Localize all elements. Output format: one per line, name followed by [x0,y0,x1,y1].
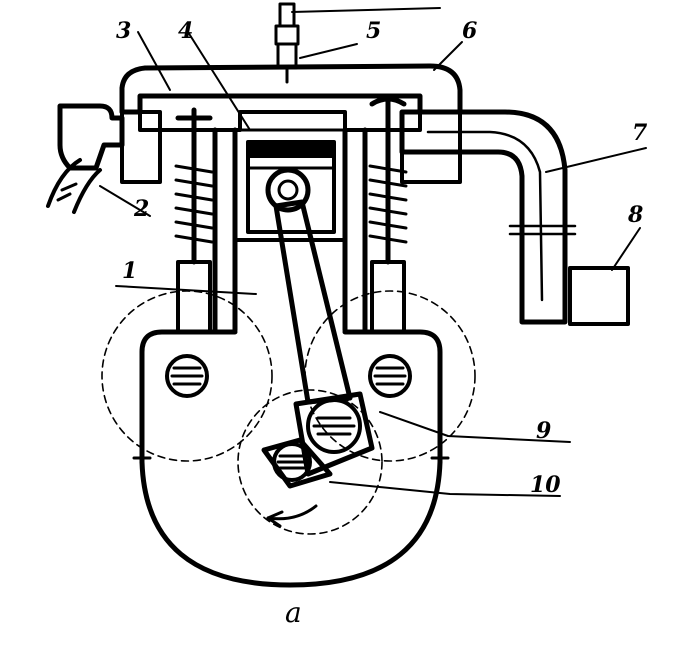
label-7: 7 [632,120,648,146]
crankcase [132,329,450,588]
ignition-box [568,266,630,326]
camshafts [101,290,476,535]
exhaust-valve [368,96,408,334]
label-10: 10 [530,472,561,498]
spark-plug [274,2,300,84]
cylinder-head [119,63,463,132]
label-8: 8 [627,202,643,228]
label-3: 3 [116,18,131,44]
intake-manifold [46,103,125,214]
label-5: 5 [366,18,381,44]
piston [246,140,336,234]
label-6: 6 [462,18,477,44]
part-labels: 1 2 3 4 5 6 7 8 9 10 [116,18,648,498]
label-9: 9 [536,418,551,444]
label-4: 4 [178,18,193,44]
label-1: 1 [122,258,137,284]
exhaust-pipe [399,109,577,325]
connecting-rod [261,167,375,528]
leader-lines [99,7,647,497]
label-2: 2 [133,196,149,222]
figure-caption: a [285,596,302,629]
intake-valve [174,107,214,334]
